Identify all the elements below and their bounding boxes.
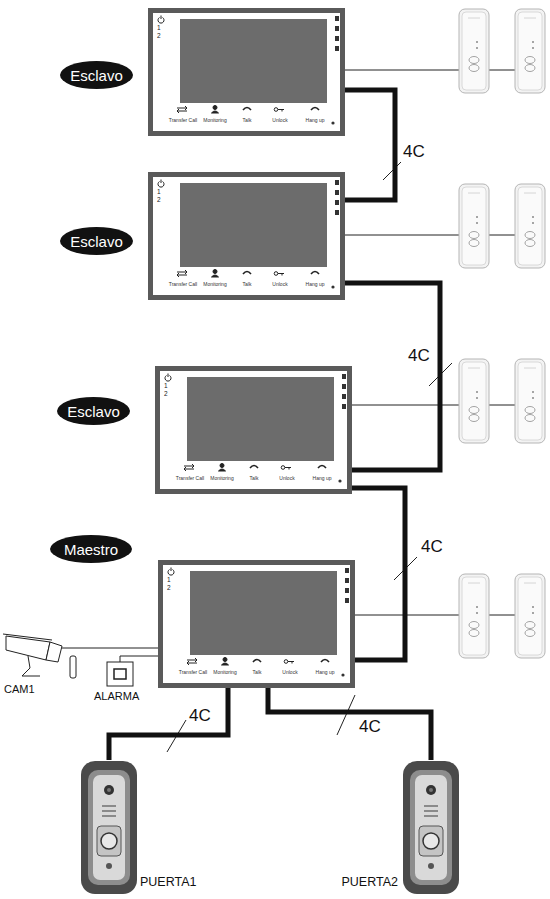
bus-cable (268, 688, 431, 760)
button-label: Unlock (282, 669, 297, 675)
role-badge: Maestro (50, 535, 132, 563)
button-label: Talk (250, 475, 259, 481)
badge-text: Maestro (64, 541, 118, 558)
line-number: 2 (164, 390, 168, 397)
line-number: 2 (157, 196, 161, 203)
line-number: 1 (157, 24, 161, 31)
button-label: Transfer Call (176, 475, 204, 481)
button-label: Talk (253, 669, 262, 675)
badge-text: Esclavo (70, 233, 123, 250)
door-station (402, 760, 460, 895)
cable-label: 4C (188, 707, 212, 725)
button-label: Hang up (306, 281, 325, 287)
monitor-unit: 12Transfer Call Monitoring Talk Unlock Hang … (148, 8, 345, 136)
door-panel: PUERTA1 (80, 760, 138, 895)
button-label: Transfer Call (169, 281, 197, 287)
button-label: Hang up (306, 117, 325, 123)
button-label: Unlock (279, 475, 294, 481)
button-label: Monitoring (203, 281, 226, 287)
badge-text: Esclavo (67, 403, 120, 420)
door-station (80, 760, 138, 895)
button-label: Monitoring (210, 475, 233, 481)
bus-cable (345, 90, 395, 200)
bus-cable (345, 283, 440, 470)
door-label: PUERTA1 (140, 875, 197, 889)
monitor-face (153, 177, 340, 295)
role-badge: Esclavo (57, 397, 130, 425)
bus-cable (352, 488, 405, 660)
button-label: Talk (243, 281, 252, 287)
role-badge: Esclavo (60, 61, 133, 89)
monitor-unit: 12Transfer Call Monitoring Talk Unlock Hang … (158, 560, 355, 688)
line-number: 2 (167, 584, 171, 591)
cable-label: 4C (402, 143, 426, 161)
door-panel: PUERTA2 (402, 760, 460, 895)
line-number: 1 (157, 188, 161, 195)
badge-text: Esclavo (70, 67, 123, 84)
monitor-unit: 12Transfer Call Monitoring Talk Unlock Hang … (148, 172, 345, 300)
button-label: Monitoring (213, 669, 236, 675)
button-label: Talk (243, 117, 252, 123)
cable-label: 4C (420, 538, 444, 556)
cable-label: 4C (407, 347, 431, 365)
button-label: Transfer Call (169, 117, 197, 123)
monitor-face (153, 13, 340, 131)
part-label: CAM1 (4, 683, 35, 695)
button-label: Transfer Call (179, 669, 207, 675)
part-label: ALARMA (94, 690, 139, 702)
button-label: Unlock (272, 117, 287, 123)
monitor-face (160, 371, 347, 489)
door-label: PUERTA2 (341, 875, 398, 889)
line-number: 2 (157, 32, 161, 39)
monitor-face (163, 565, 350, 683)
button-label: Monitoring (203, 117, 226, 123)
cable-label: 4C (358, 718, 382, 736)
monitor-unit: 12Transfer Call Monitoring Talk Unlock Hang … (155, 366, 352, 494)
line-number: 1 (164, 382, 168, 389)
button-label: Hang up (313, 475, 332, 481)
line-number: 1 (167, 576, 171, 583)
role-badge: Esclavo (60, 227, 133, 255)
button-label: Unlock (272, 281, 287, 287)
button-label: Hang up (316, 669, 335, 675)
